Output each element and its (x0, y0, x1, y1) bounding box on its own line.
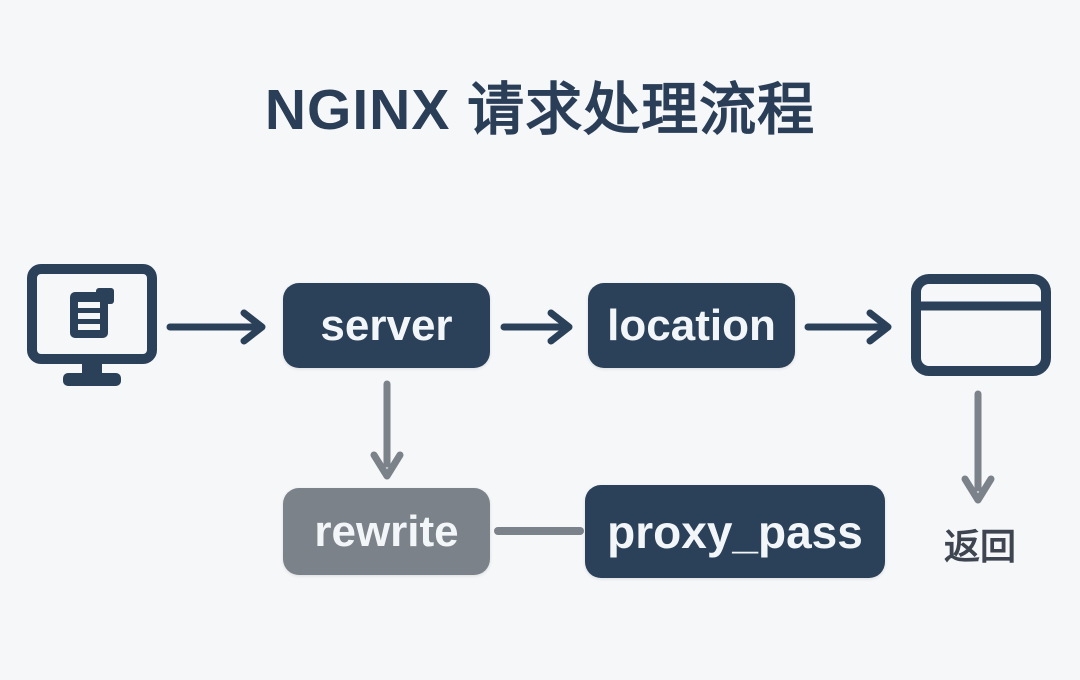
arrow-client-to-server (166, 309, 266, 345)
return-label: 返回 (943, 526, 1016, 567)
node-location-label: location (607, 300, 776, 350)
arrow-server-to-location (500, 309, 573, 345)
node-location: location (588, 283, 795, 368)
node-rewrite-label: rewrite (314, 506, 459, 556)
diagram-title: NGINX 请求处理流程 (264, 78, 816, 142)
browser-window-icon (911, 274, 1051, 376)
node-rewrite: rewrite (283, 488, 490, 575)
node-server-label: server (320, 300, 453, 350)
arrow-response-to-return (961, 390, 995, 504)
node-proxy-pass-label: proxy_pass (607, 505, 863, 558)
arrow-server-to-rewrite (370, 380, 404, 480)
arrow-location-to-response (804, 309, 892, 345)
connector-rewrite-to-proxy-pass (494, 527, 584, 535)
client-monitor-document-icon (27, 264, 157, 386)
node-server: server (283, 283, 490, 368)
node-proxy-pass: proxy_pass (585, 485, 885, 578)
